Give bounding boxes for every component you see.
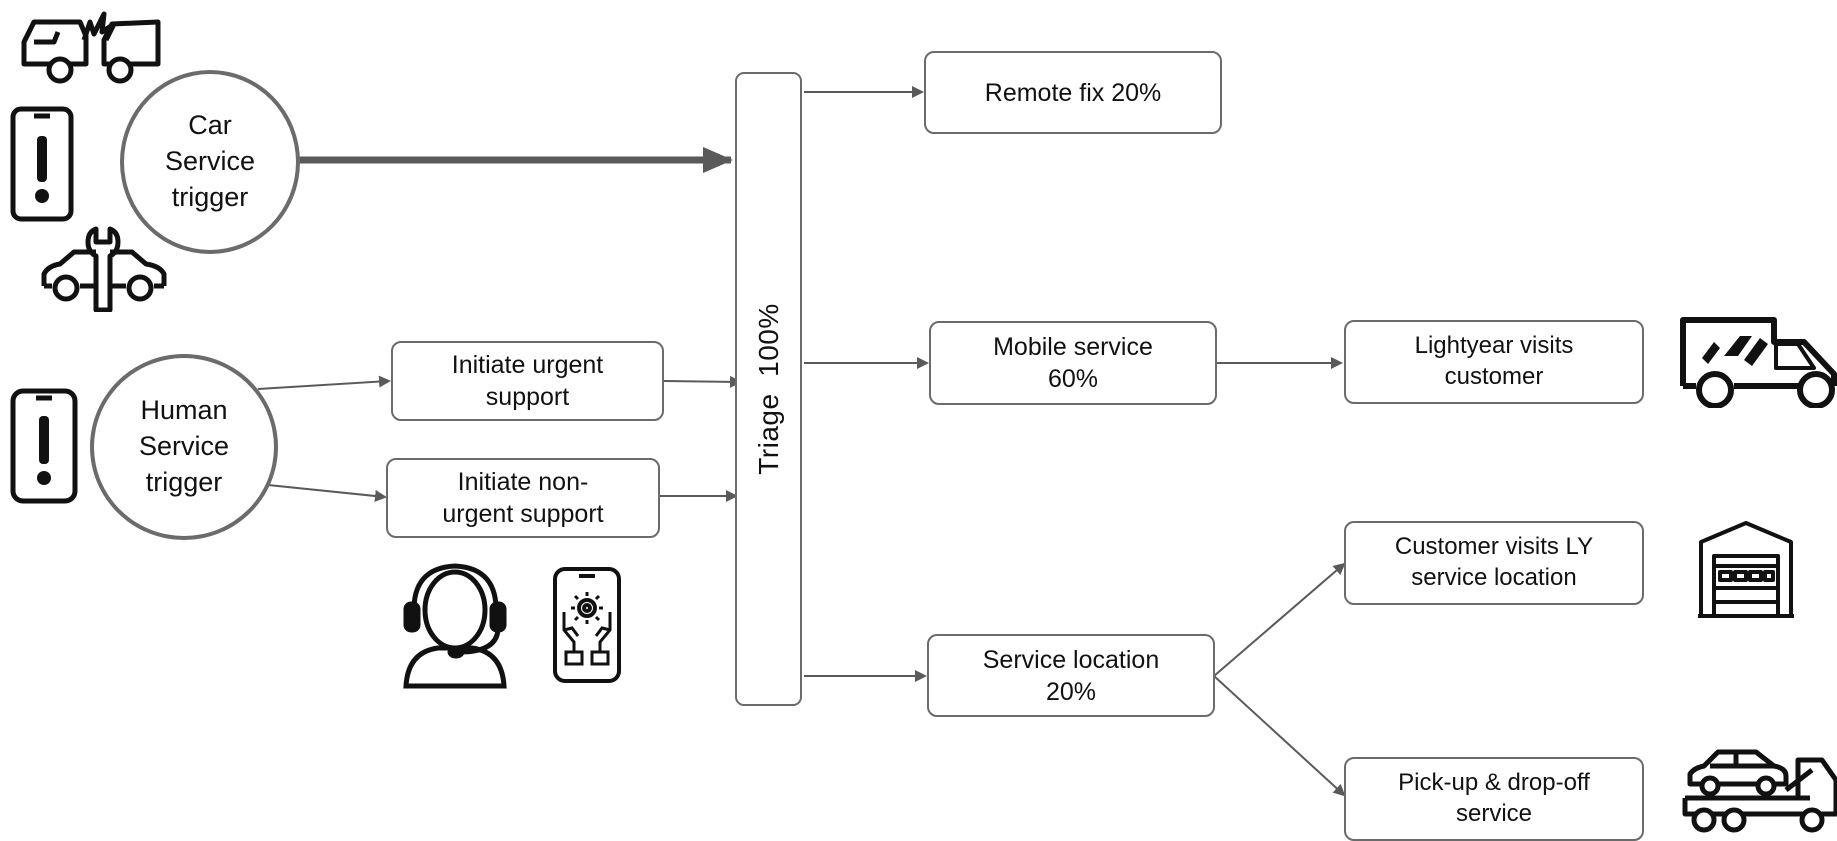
mobile-service-box: Mobile service 60%: [929, 321, 1217, 405]
car-repair-icon: [41, 226, 167, 312]
phone-alert-icon: [10, 106, 74, 222]
human-service-trigger-label: Human Service trigger: [138, 395, 230, 497]
phone-service-icon: [553, 567, 621, 683]
service-location-label: Service location 20%: [982, 645, 1160, 706]
non-urgent-support-box: Initiate non- urgent support: [386, 458, 660, 538]
urgent-support-label: Initiate urgent support: [451, 351, 604, 411]
mobile-service-label: Mobile service 60%: [993, 333, 1153, 393]
urgent-support-box: Initiate urgent support: [391, 341, 664, 421]
arrow-human-to-nonurgent: [267, 484, 387, 502]
human-service-trigger: Human Service trigger: [90, 354, 278, 540]
car-service-trigger-label: Car Service trigger: [164, 110, 256, 212]
triage-word: Triage: [752, 393, 784, 475]
arrow-human-to-urgent: [257, 375, 391, 390]
headset-agent-icon: [403, 563, 507, 689]
car-service-trigger: Car Service trigger: [120, 70, 300, 254]
lightyear-visits-box: Lightyear visits customer: [1344, 320, 1644, 404]
triage-percent: 100%: [752, 303, 784, 377]
triage-label: Triage 100%: [753, 303, 785, 475]
remote-fix-label: Remote fix 20%: [984, 78, 1162, 107]
service-location-box: Service location 20%: [927, 634, 1215, 717]
arrow-urgent-to-triage: [663, 375, 742, 388]
pickup-dropoff-label: Pick-up & drop-off service: [1398, 769, 1590, 827]
lightyear-visits-label: Lightyear visits customer: [1414, 332, 1574, 390]
phone-alert-icon: [10, 388, 78, 504]
non-urgent-support-label: Initiate non- urgent support: [442, 468, 604, 528]
arrow-location-to-pickup: [1213, 675, 1346, 797]
customer-visits-label: Customer visits LY service location: [1394, 533, 1594, 591]
triage-bar: Triage 100%: [735, 72, 802, 706]
tow-truck-icon: [1682, 749, 1837, 833]
remote-fix-box: Remote fix 20%: [924, 51, 1222, 134]
garage-icon: [1698, 521, 1794, 618]
arrow-location-to-customer: [1213, 562, 1346, 677]
pickup-dropoff-box: Pick-up & drop-off service: [1344, 757, 1644, 841]
delivery-van-icon: [1680, 317, 1837, 408]
customer-visits-box: Customer visits LY service location: [1344, 521, 1644, 605]
car-crash-icon: [21, 11, 161, 84]
